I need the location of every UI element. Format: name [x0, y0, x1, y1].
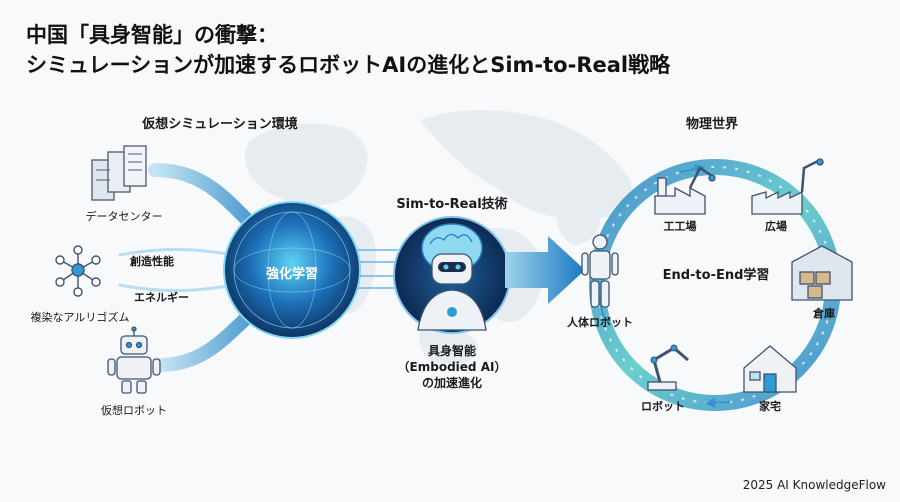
plaza-icon: [751, 158, 824, 215]
cycle-center-label: End-to-End学習: [662, 268, 770, 283]
datacenter-label: データセンター: [85, 210, 163, 223]
embodied-ai-caption: 具身智能 （Embodied AI） の加速進化: [398, 343, 507, 391]
robot-label: ロボット: [641, 400, 685, 413]
energy-label: エネルギー: [134, 291, 189, 304]
humanoid-robot-icon: [581, 234, 619, 308]
factory-label: 工工場: [663, 220, 697, 233]
virtual-robot-icon: [107, 326, 161, 394]
sim-to-real-heading: Sim-to-Real技術: [396, 197, 508, 212]
hub-to-robot-streaks: [358, 249, 398, 289]
title-line-2: シミュレーションが加速するロボットAIの進化とSim-to-Real戦略: [26, 53, 671, 77]
embodied-ai-line-3: の加速進化: [421, 376, 482, 390]
virtual-robot-label: 仮想ロボット: [101, 404, 167, 417]
server-icon: [91, 145, 147, 201]
network-icon: [55, 245, 101, 297]
title-line-1: 中国「具身智能」の衝撃：: [26, 23, 278, 47]
embodied-ai-line-2: （Embodied AI）: [397, 360, 507, 374]
virtual-env-heading: 仮想シミュレーション環境: [142, 117, 298, 132]
humanoid-label: 人体ロボット: [567, 316, 633, 329]
physical-world-heading: 物理世界: [685, 117, 739, 132]
factory-icon: [654, 166, 716, 215]
creativity-label: 創造性能: [130, 255, 174, 268]
reinforcement-learning-hub: [223, 201, 361, 339]
home-label: 家宅: [759, 400, 781, 413]
warehouse-label: 倉庫: [813, 307, 835, 320]
embodied-ai-line-1: 具身智能: [427, 344, 476, 358]
home-icon: [743, 345, 797, 393]
footer-credit: 2025 AI KnowledgeFlow: [742, 478, 886, 492]
warehouse-icon: [791, 245, 853, 301]
plaza-label: 広場: [765, 220, 787, 233]
robot-arm-icon: [647, 344, 689, 391]
page-title: 中国「具身智能」の衝撃： シミュレーションが加速するロボットAIの進化とSim-…: [26, 20, 670, 80]
hub-label: 強化学習: [265, 267, 319, 282]
algorithms-label: 複染なアルリゴズム: [30, 311, 130, 324]
embodied-ai-robot: [393, 216, 511, 334]
sim-to-real-arrow: [505, 236, 585, 304]
